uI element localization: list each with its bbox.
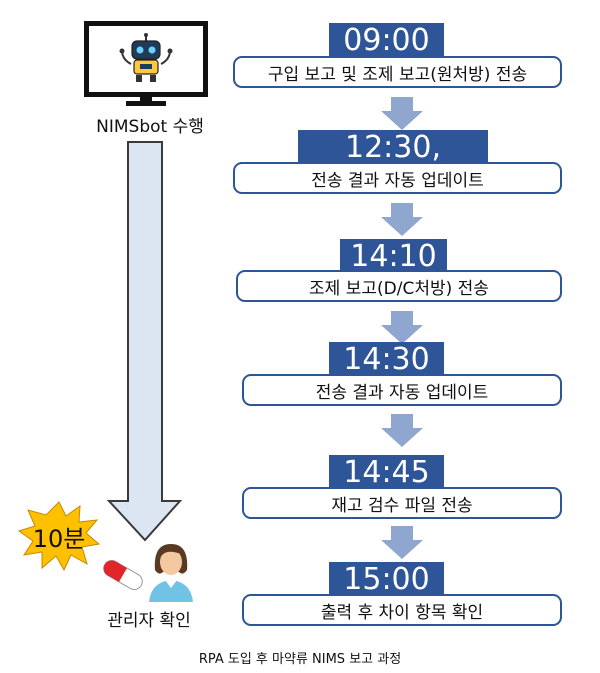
bot-label: NIMSbot 수행	[96, 117, 204, 137]
step-time: 14:10	[340, 239, 447, 272]
step-time: 09:00	[329, 23, 444, 56]
flow-arrow-down	[381, 311, 423, 344]
person-icon	[149, 544, 193, 602]
step-description: 구입 보고 및 조제 보고(원처방) 전송	[233, 56, 562, 88]
step-description: 조제 보고(D/C처방) 전송	[236, 270, 562, 302]
flow-arrow-down	[381, 97, 423, 130]
starburst-icon	[18, 501, 100, 572]
big-down-arrow	[106, 141, 183, 542]
flow-arrow-down	[381, 414, 423, 447]
monitor-base	[126, 101, 166, 106]
step-description: 전송 결과 자동 업데이트	[233, 162, 562, 194]
figure-caption: RPA 도입 후 마약류 NIMS 보고 과정	[198, 652, 402, 667]
step-description: 출력 후 차이 항목 확인	[242, 594, 562, 626]
step-description: 전송 결과 자동 업데이트	[242, 374, 562, 406]
step-time: 14:30	[329, 342, 444, 377]
manager-label: 관리자 확인	[107, 611, 191, 631]
time-badge-label: 10분	[32, 525, 86, 553]
monitor-icon	[84, 21, 208, 97]
pill-capsule-icon	[103, 560, 143, 590]
flow-arrow-down	[381, 526, 423, 559]
monitor-stand	[140, 97, 152, 101]
step-time: 12:30, 13:30	[298, 130, 488, 193]
step-time: 15:00	[329, 562, 444, 596]
flow-arrow-down	[381, 203, 423, 236]
step-time: 14:45	[329, 455, 444, 490]
step-description: 재고 검수 파일 전송	[242, 487, 562, 519]
robot-icon	[119, 33, 173, 82]
